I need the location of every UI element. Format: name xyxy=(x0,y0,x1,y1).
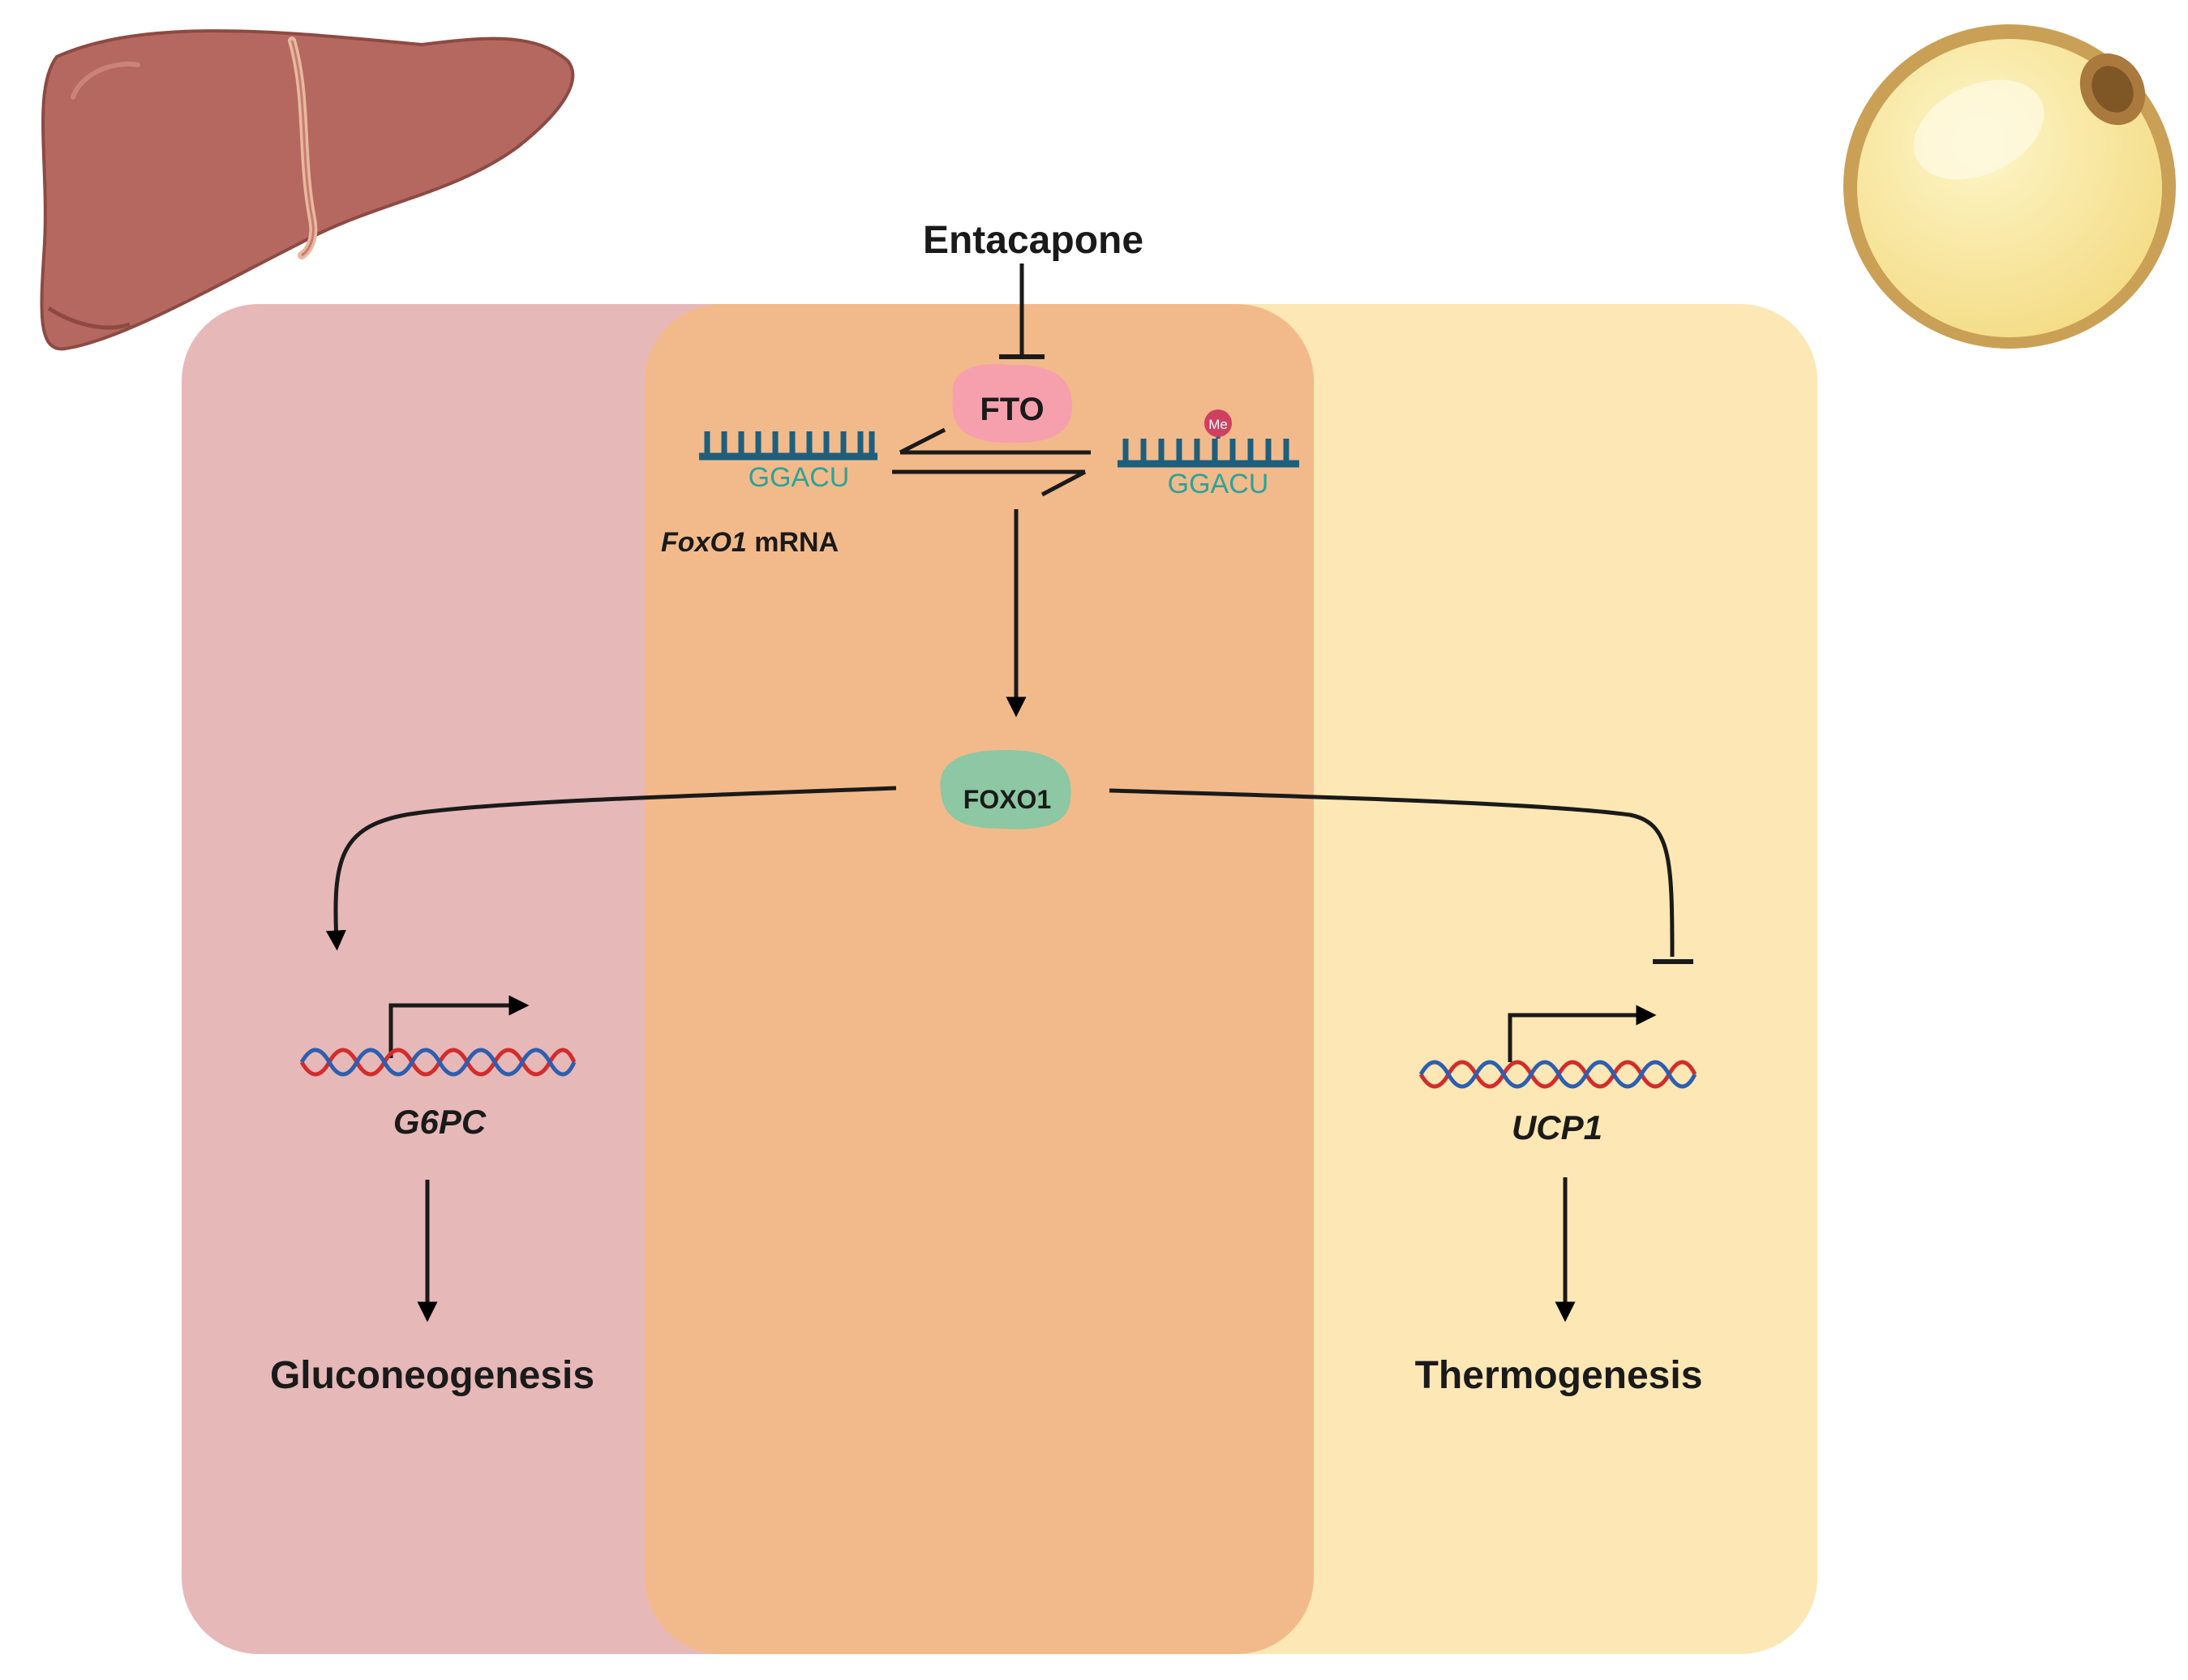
thermogenesis-label: Thermogenesis xyxy=(1415,1354,1703,1397)
ucp1-gene-label: UCP1 xyxy=(1512,1108,1602,1146)
left-motif-label: GGACU xyxy=(749,462,850,493)
right-motif-label: GGACU xyxy=(1168,469,1269,499)
foxo1-activation-arrow xyxy=(325,786,897,951)
g6pc-promoter-arrow xyxy=(388,995,530,1058)
shared-middle-panel xyxy=(645,304,1314,1654)
entacapone-label: Entacapone xyxy=(923,219,1143,262)
rna-strand-icon xyxy=(699,431,877,461)
fto-protein-shape xyxy=(952,363,1073,444)
foxo1-gene-name: FoxO1 xyxy=(661,527,747,558)
rna-strand-icon xyxy=(1118,439,1299,468)
foxo1-label: FOXO1 xyxy=(963,785,1051,814)
ucp1-promoter-arrow xyxy=(1508,1005,1657,1062)
mrna-suffix: mRNA xyxy=(747,527,839,558)
methyl-mark-icon xyxy=(1204,409,1232,437)
fto-label: FTO xyxy=(980,392,1044,427)
dna-helix-icon xyxy=(1418,1060,1697,1089)
foxo1-mrna-label: FoxO1 mRNA xyxy=(661,527,839,558)
equilibrium-arrows xyxy=(892,427,1091,497)
foxo1-protein-shape xyxy=(940,750,1071,829)
g6pc-gene-label: G6PC xyxy=(393,1103,487,1141)
dna-helix-icon xyxy=(299,1048,577,1077)
gluconeogenesis-label: Gluconeogenesis xyxy=(270,1354,594,1397)
liver-icon xyxy=(40,29,575,351)
methyl-mark-label: Me xyxy=(1208,417,1228,432)
foxo1-inhibition-line xyxy=(1109,788,1675,958)
adipocyte-icon xyxy=(1843,24,2176,349)
